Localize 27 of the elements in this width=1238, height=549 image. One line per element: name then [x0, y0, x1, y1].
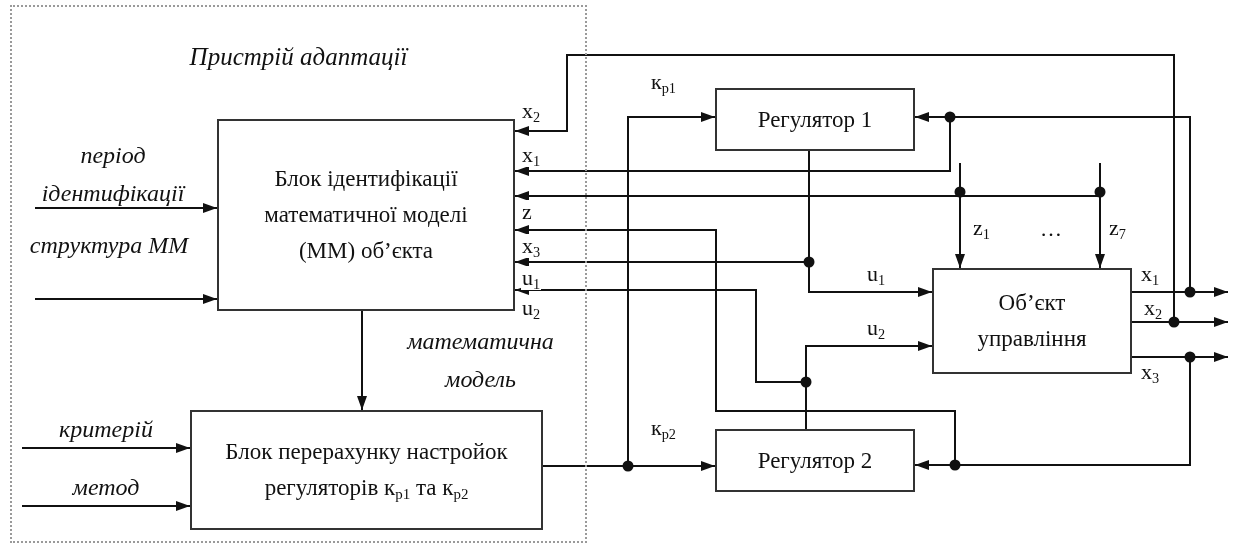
edge-label: x$_{3}$ [521, 234, 542, 258]
group-title: Пристрій адаптації [188, 43, 410, 71]
edge-label: метод [71, 473, 141, 502]
block-label: Регулятор 2 [757, 446, 873, 475]
arrow [357, 310, 367, 411]
block-label: Блок ідентифікації математичної моделі (ММ) об’єкта [263, 165, 469, 265]
block-label: Об’єкт управління [976, 289, 1088, 353]
edge-label: період ідентифікації [40, 141, 187, 208]
arrow [1095, 162, 1105, 269]
ellipsis-note: … [1040, 216, 1062, 242]
arrow [955, 162, 965, 269]
plant-box [932, 268, 1132, 374]
edge-label: u$_{1}$ [521, 266, 542, 290]
edge-label: структура ММ [28, 231, 190, 260]
arrow [21, 443, 191, 453]
process-box [190, 410, 543, 530]
edge-label: математична модель [405, 327, 555, 394]
edge-label: критерій [58, 415, 154, 444]
process-box [217, 119, 515, 311]
dotted-group-box [10, 5, 587, 543]
arrow [21, 501, 191, 511]
block-label: Блок перерахунку настройок регуляторів к$_{p1}$ та к$_{p2}$ [224, 438, 509, 504]
block-label: Регулятор 1 [757, 105, 873, 134]
controller-box [715, 429, 915, 492]
arrow [34, 203, 218, 213]
arrow [34, 294, 218, 304]
controller-box [715, 88, 915, 151]
